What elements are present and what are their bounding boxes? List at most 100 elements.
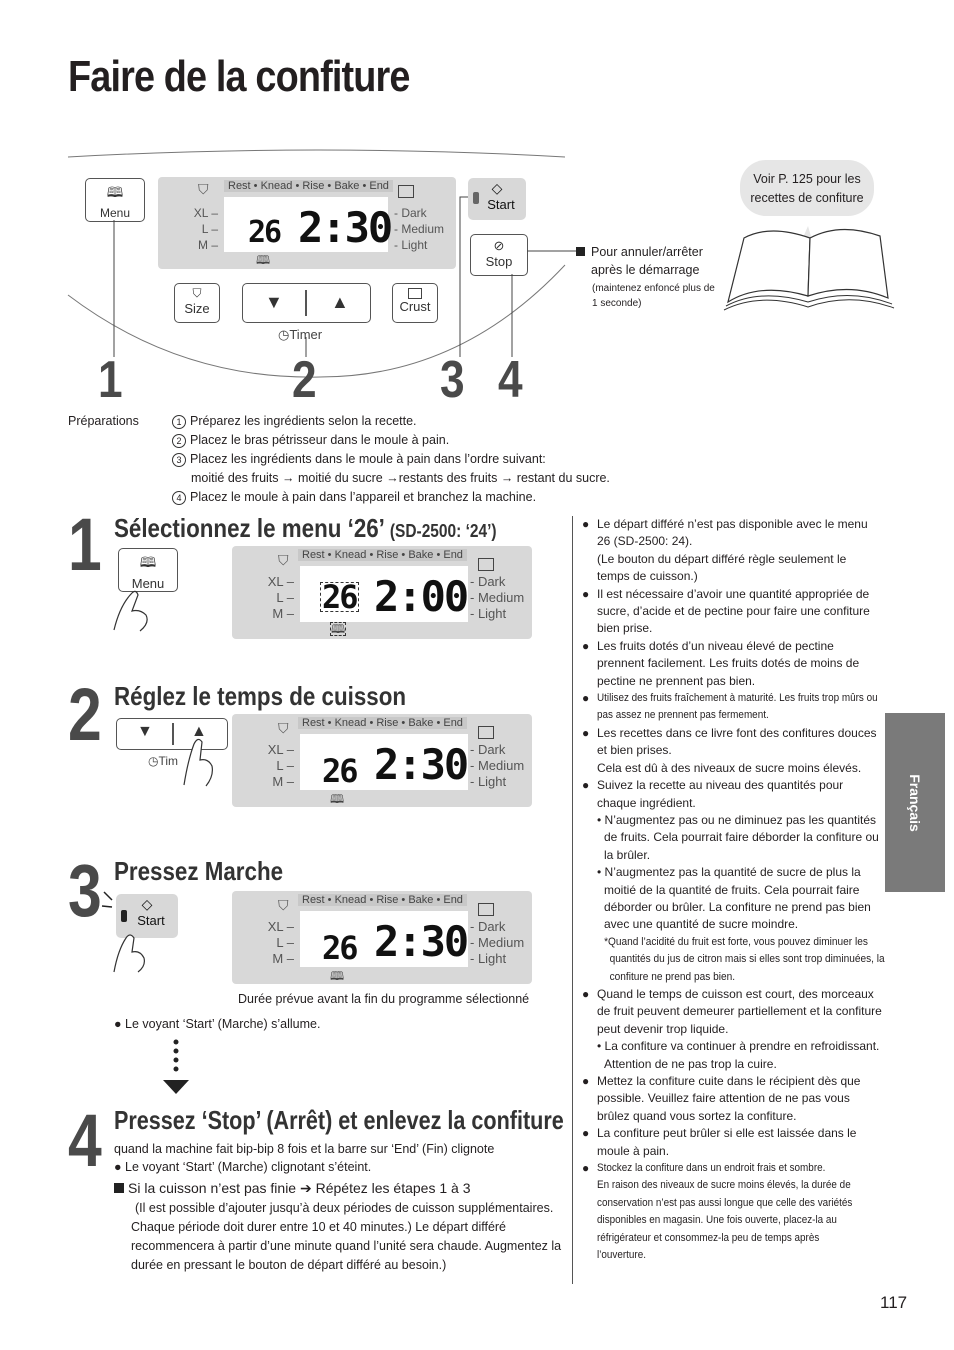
- timer-label: ◷Timer: [278, 327, 323, 342]
- note-item: Les fruits dotés d’un niveau élevé de pe…: [582, 638, 882, 690]
- step-2-title: Réglez le temps de cuisson: [114, 681, 407, 711]
- start-icon: ◇: [141, 896, 153, 912]
- divider: [172, 723, 174, 745]
- lcd-screen: 26 2:00: [300, 566, 469, 622]
- start-indicator-lamp: [121, 910, 127, 922]
- program-stage-strip: Rest • Knead • Rise • Bake • End: [298, 549, 467, 561]
- step-2-number: 2: [68, 673, 102, 756]
- size-labels: XL –L –M –: [193, 206, 218, 252]
- stop-button-label: Stop: [485, 254, 513, 269]
- stop-note-small: (maintenez enfoncé plus de 1 seconde): [592, 283, 715, 309]
- lcd-time: 2:30: [374, 917, 469, 966]
- note-item: Mettez la confiture cuite dans le récipi…: [582, 1073, 882, 1125]
- diagram-number-2: 2: [292, 351, 317, 409]
- menu-button-label: Menu: [99, 206, 131, 220]
- note-subitem: • N’augmentez pas la quantité de sucre d…: [597, 865, 871, 932]
- note-item: En raison des niveaux de sucre moins éle…: [597, 1179, 853, 1262]
- program-stage-strip: Rest • Knead • Rise • Bake • End: [224, 180, 393, 192]
- note-subitem: • N’augmentez pas ou ne diminuez pas les…: [597, 812, 879, 862]
- step-3-display: ⛉ Rest • Knead • Rise • Bake • End XL –L…: [232, 891, 532, 984]
- size-button[interactable]: ⛉ Size: [174, 283, 220, 323]
- note-item: La confiture peut brûler si elle est lai…: [582, 1125, 882, 1160]
- program-stage-strip: Rest • Knead • Rise • Bake • End: [298, 717, 467, 729]
- step-4-number: 4: [68, 1099, 102, 1182]
- crust-indicator-icon: [478, 558, 494, 571]
- size-indicator-icon: ⛉: [278, 720, 289, 736]
- down-arrow-icon[interactable]: ▼: [265, 292, 283, 312]
- step-4-title: Pressez ‘Stop’ (Arrêt) et enlevez la con…: [114, 1105, 564, 1135]
- pointing-hand-icon: [101, 891, 145, 973]
- pointing-hand-icon: [183, 738, 213, 787]
- menu-indicator-icon: 🕮: [330, 792, 345, 806]
- crust-labels: - Dark- Medium- Light: [394, 206, 445, 252]
- step-2-timer-buttons[interactable]: ▼ ▲: [116, 718, 228, 750]
- start-button-label: Start: [487, 197, 515, 212]
- menu-indicator-icon: 🕮: [256, 253, 271, 267]
- leader-lines: [113, 196, 513, 357]
- note-item: Le départ différé n’est pas disponible a…: [582, 516, 882, 551]
- note-footnote: *Quand l’acidité du fruit est forte, vou…: [604, 935, 885, 983]
- crust-indicator-icon: [478, 726, 494, 739]
- lcd-time: 2:00: [374, 572, 469, 621]
- lcd-program-blinking: 26: [320, 578, 359, 616]
- size-button-label: Size: [184, 301, 210, 316]
- diagram-number-4: 4: [498, 351, 523, 409]
- down-arrow-icon[interactable]: ▼: [137, 723, 153, 740]
- note-item: Stockez la confiture dans un endroit fra…: [582, 1160, 882, 1178]
- step-4-note: (Il est possible d’ajouter jusqu’à deux …: [131, 1201, 562, 1272]
- stop-button[interactable]: ⊘ Stop: [470, 234, 528, 276]
- up-arrow-icon[interactable]: ▲: [191, 723, 207, 740]
- step-1-menu-button[interactable]: 🕮 Menu: [118, 548, 178, 592]
- note-item: Les recettes dans ce livre font des conf…: [582, 725, 882, 760]
- note-item: Cela est dû à des niveaux de sucre moins…: [597, 760, 862, 775]
- dotted-down-arrow: [163, 1039, 189, 1094]
- menu-indicator-icon: 🕮: [330, 969, 345, 983]
- crust-indicator-icon: [478, 903, 494, 916]
- divider: [305, 290, 307, 316]
- step-4-bullet: ● Le voyant ‘Start’ (Marche) clignotant …: [114, 1160, 372, 1174]
- stop-note: Pour annuler/arrêter après le démarrage: [576, 243, 726, 279]
- note-item: Suivez la recette au niveau des quantité…: [582, 777, 882, 812]
- start-button[interactable]: ◇ Start: [468, 178, 526, 220]
- crust-labels: - Dark- Medium- Light: [470, 919, 525, 966]
- step-3-start-button[interactable]: ◇ Start: [116, 894, 178, 938]
- open-book-icon: [723, 226, 895, 311]
- size-icon: ⛉: [192, 286, 202, 300]
- note-item: Utilisez des fruits fraîchement à maturi…: [582, 690, 882, 725]
- clock-icon: ◷: [148, 754, 159, 768]
- clock-icon: ◷: [278, 327, 290, 342]
- control-panel-outline: [67, 149, 566, 378]
- step-1-display: ⛉ Rest • Knead • Rise • Bake • End XL –L…: [232, 546, 532, 639]
- start-button-label: Start: [137, 913, 165, 928]
- prep-item: moitié des fruits → moitié du sucre →res…: [191, 471, 610, 485]
- diagram-number-3: 3: [440, 351, 465, 409]
- step-3-caption: Durée prévue avant la fin du programme s…: [238, 992, 530, 1006]
- crust-button-label: Crust: [399, 299, 431, 314]
- crust-labels: - Dark- Medium- Light: [470, 742, 525, 789]
- book-reference-bubble: Voir P. 125 pour les recettes de confitu…: [740, 160, 874, 216]
- step-3-number: 3: [68, 849, 102, 932]
- note-item: (Le bouton du départ différé règle seule…: [597, 551, 847, 584]
- size-labels: XL –L –M –: [267, 742, 294, 789]
- display-panel: ⛉ Rest • Knead • Rise • Bake • End XL –L…: [158, 177, 456, 269]
- lcd-time: 2:30: [298, 203, 393, 252]
- size-indicator-icon: ⛉: [278, 552, 289, 568]
- timer-buttons[interactable]: ▼ ▲: [242, 283, 371, 323]
- note-item: Il est nécessaire d’avoir une quantité a…: [582, 586, 882, 638]
- lcd-program: 26: [322, 752, 359, 790]
- stop-leader-line: [527, 250, 576, 252]
- page-number: 117: [880, 1293, 908, 1312]
- column-divider: [572, 516, 573, 1284]
- menu-button[interactable]: 🕮 Menu: [85, 178, 145, 222]
- step-4-line: quand la machine fait bip-bip 8 fois et …: [114, 1142, 495, 1156]
- timer-label: ◷Tim: [148, 754, 179, 768]
- crust-icon: [408, 288, 422, 299]
- up-arrow-icon[interactable]: ▲: [331, 292, 349, 312]
- note-subitem: • La confiture va continuer à prendre en…: [597, 1039, 880, 1071]
- lcd-screen: 26 2:30: [300, 911, 469, 967]
- program-stage-strip: Rest • Knead • Rise • Bake • End: [298, 894, 467, 906]
- size-indicator-icon: ⛉: [198, 181, 209, 197]
- crust-button[interactable]: Crust: [392, 283, 438, 323]
